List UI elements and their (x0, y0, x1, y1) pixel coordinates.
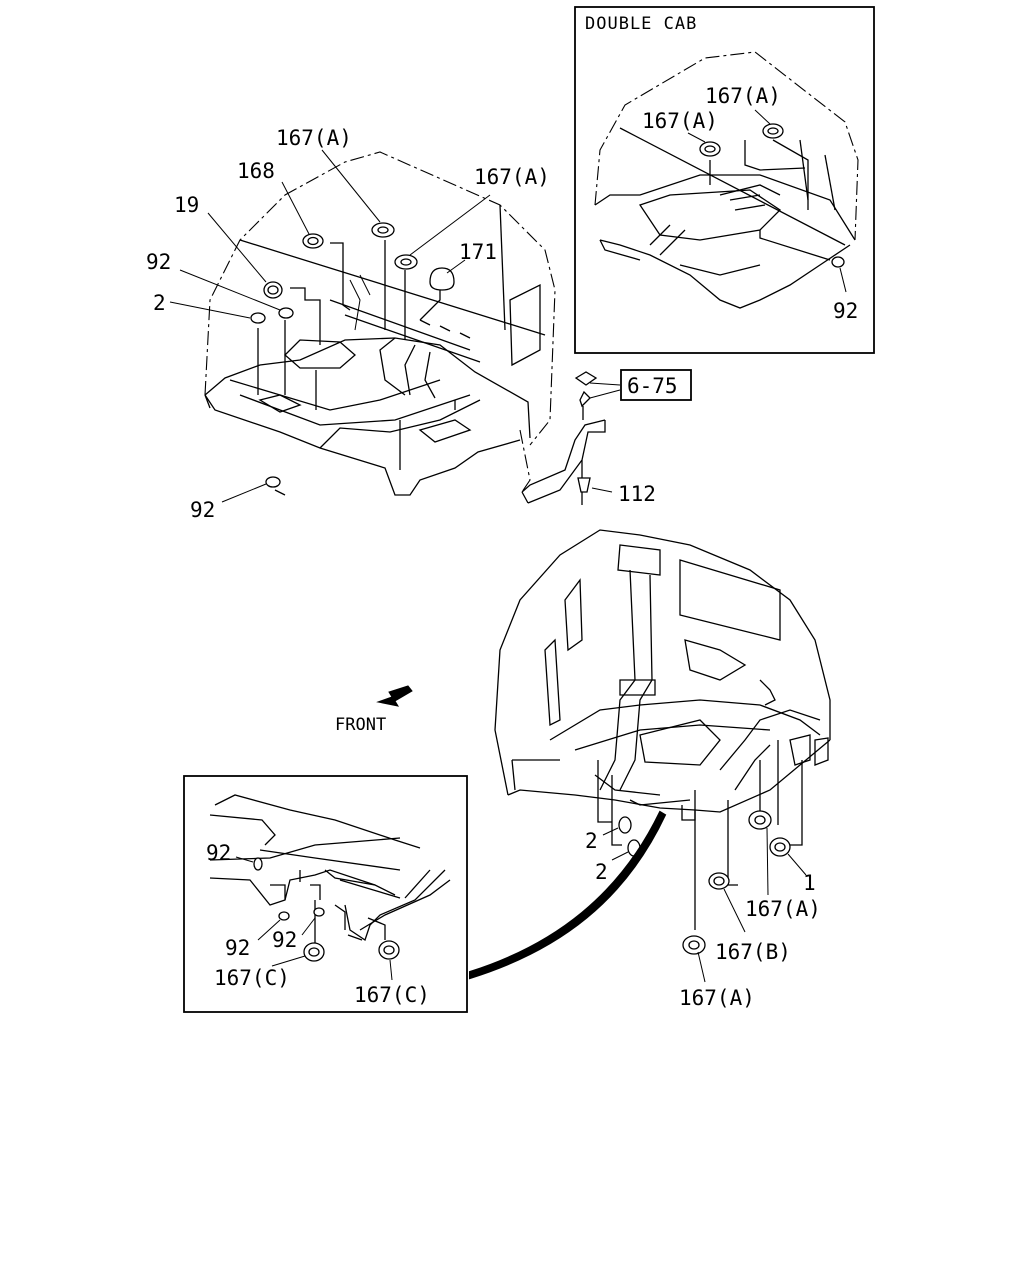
plug-92-icon (313, 907, 325, 917)
callout-2: 2 (585, 829, 598, 853)
plug-92-icon (278, 911, 290, 921)
callout-92: 92 (833, 299, 858, 323)
plug-92-icon (253, 857, 263, 871)
front-label: FRONT (335, 715, 386, 735)
callout-167c: 167(C) (214, 966, 290, 990)
main-cab-drawing (169, 149, 556, 503)
callout-167c: 167(C) (354, 983, 430, 1007)
callout-1: 1 (803, 871, 816, 895)
bolt-icon (574, 371, 598, 386)
double-cab-title: DOUBLE CAB (585, 14, 697, 34)
callout-2: 2 (153, 291, 166, 315)
plug-2-icon (618, 816, 632, 834)
ref-box (620, 369, 692, 401)
callout-171: 171 (459, 240, 497, 264)
callout-167b: 167(B) (715, 940, 791, 964)
plug-92-icon (831, 256, 845, 268)
cap-171-icon (429, 267, 455, 291)
callout-2: 2 (595, 860, 608, 884)
callout-92: 92 (225, 936, 250, 960)
double-cab-inset (574, 6, 875, 354)
callout-167a: 167(A) (642, 109, 718, 133)
plug-92-icon (265, 476, 281, 488)
callout-112: 112 (618, 482, 656, 506)
callout-168: 168 (237, 159, 275, 183)
callout-167a: 167(A) (679, 986, 755, 1010)
callout-167a: 167(A) (474, 165, 550, 189)
detail-inset (183, 775, 468, 1013)
callout-167a: 167(A) (745, 897, 821, 921)
callout-167a: 167(A) (276, 126, 352, 150)
callout-92: 92 (272, 928, 297, 952)
bracket-drawing (519, 369, 692, 505)
clip-112-icon (577, 477, 591, 493)
underbody-drawing (494, 529, 831, 983)
detail-connector (469, 810, 667, 980)
front-arrow-icon (376, 685, 413, 707)
callout-6-75: 6-75 (627, 374, 678, 398)
callout-19: 19 (174, 193, 199, 217)
callout-92: 92 (206, 841, 231, 865)
plug-92-icon (278, 307, 294, 319)
callout-92: 92 (146, 250, 171, 274)
plug-2-icon (250, 312, 266, 324)
callout-167a: 167(A) (705, 84, 781, 108)
callout-92: 92 (190, 498, 215, 522)
